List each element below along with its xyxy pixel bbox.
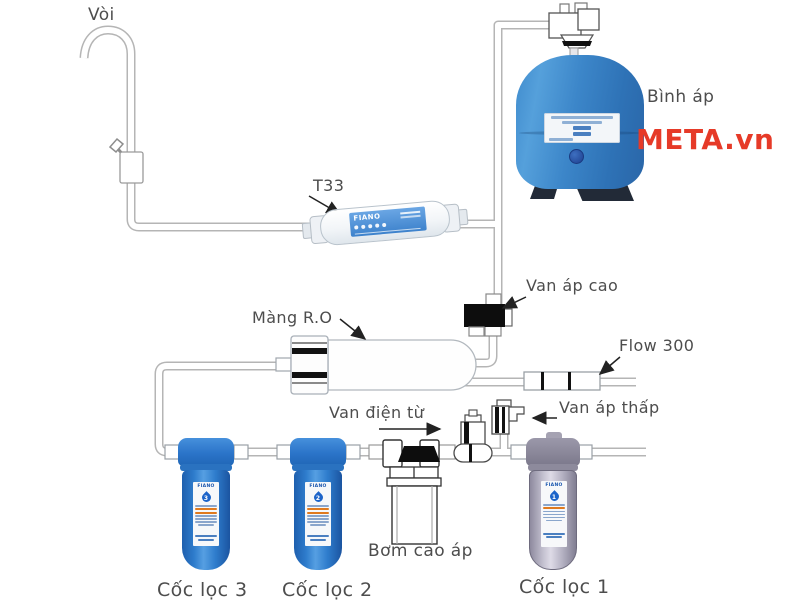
sticker-line (542, 510, 566, 512)
faucet-label: Vòi (88, 5, 115, 25)
sticker-line (542, 507, 566, 509)
sticker-line (194, 511, 218, 514)
water-drop-icon: 1 (547, 490, 561, 503)
tank-sticker-line (562, 121, 602, 124)
sticker-line (197, 524, 215, 526)
ro-membrane (275, 335, 477, 395)
sticker-line (306, 521, 330, 523)
sticker-line (309, 538, 327, 541)
filter1-body: FIANO 1 (529, 470, 577, 570)
filter-cup-3-label: Cốc lọc 3 (157, 579, 248, 600)
faucet (108, 137, 144, 184)
high-pressure-valve (464, 293, 513, 337)
tank-sticker-line (551, 116, 613, 119)
sticker-line (194, 535, 218, 537)
filter-cup-2-label: Cốc lọc 2 (282, 579, 373, 600)
sticker-line (306, 511, 330, 514)
filter2-ring (292, 464, 344, 471)
flow-restrictor (523, 371, 601, 391)
sticker-line (545, 536, 563, 538)
filter1-cap (526, 438, 580, 466)
filter-housing-2: FIANO 2 (290, 438, 346, 580)
filter2-sticker: FIANO 2 (305, 482, 331, 546)
tank-sticker (544, 113, 620, 143)
tank-port-circle (569, 149, 584, 164)
filter-housing-1: FIANO 1 (526, 432, 582, 580)
tank-sticker-line (549, 138, 573, 141)
sticker-line (194, 508, 218, 510)
solenoid-valve-label: Van điện từ (329, 403, 425, 422)
sticker-line (542, 513, 566, 515)
solenoid-valve (453, 409, 493, 463)
filter3-cap (178, 438, 234, 466)
sticker-line (542, 504, 566, 506)
sticker-line (542, 532, 566, 535)
sticker-line (306, 505, 330, 507)
sticker-line (197, 538, 215, 541)
pump-label: Bơm cao áp (368, 541, 473, 561)
sticker-line (306, 508, 330, 510)
pressure-tank-label: Bình áp (647, 87, 715, 107)
sticker-line (306, 515, 330, 517)
ro-membrane-label: Màng R.O (252, 308, 333, 327)
tank-valve (548, 2, 600, 58)
sticker-line (306, 535, 330, 537)
filter-cup-1-label: Cốc lọc 1 (519, 576, 610, 598)
sticker-line (306, 518, 330, 520)
filter3-sticker: FIANO 3 (193, 482, 219, 546)
low-pressure-valve (491, 399, 525, 435)
sticker-line (542, 516, 566, 518)
t33-label: T33 (313, 176, 345, 195)
pump (368, 439, 456, 545)
sticker-line (194, 515, 218, 517)
annotation-arrows (308, 195, 621, 436)
pressure-tank (516, 55, 646, 205)
sticker-line (194, 521, 218, 523)
filter1-stage-number: 1 (551, 493, 557, 501)
watermark: META.vn (636, 123, 775, 156)
tank-sticker-line (573, 132, 591, 136)
filter1-sticker: FIANO 1 (541, 481, 567, 547)
filter1-brand-text: FIANO (545, 483, 563, 488)
low-pressure-valve-label: Van áp thấp (559, 398, 660, 417)
filter2-brand-text: FIANO (309, 484, 327, 489)
high-pressure-valve-label: Van áp cao (526, 276, 619, 295)
tank-sticker-line (573, 126, 591, 130)
filter3-brand-text: FIANO (197, 484, 215, 489)
water-drop-icon: 2 (311, 491, 325, 504)
flow-restrictor-label: Flow 300 (619, 336, 695, 355)
sticker-line (194, 505, 218, 507)
t33-sticker-line (400, 214, 421, 219)
filter3-stage-number: 3 (203, 494, 209, 502)
filter3-ring (180, 464, 232, 471)
water-drop-icon: 3 (199, 491, 213, 504)
sticker-line (545, 519, 563, 521)
filter2-body: FIANO 2 (294, 470, 342, 570)
sticker-line (194, 518, 218, 520)
filter2-cap (290, 438, 346, 466)
filter1-nub (546, 432, 562, 441)
filter3-body: FIANO 3 (182, 470, 230, 570)
filter2-stage-number: 2 (315, 494, 321, 502)
filter-housing-3: FIANO 3 (178, 438, 234, 580)
filter1-ring (528, 464, 578, 471)
sticker-line (309, 524, 327, 526)
